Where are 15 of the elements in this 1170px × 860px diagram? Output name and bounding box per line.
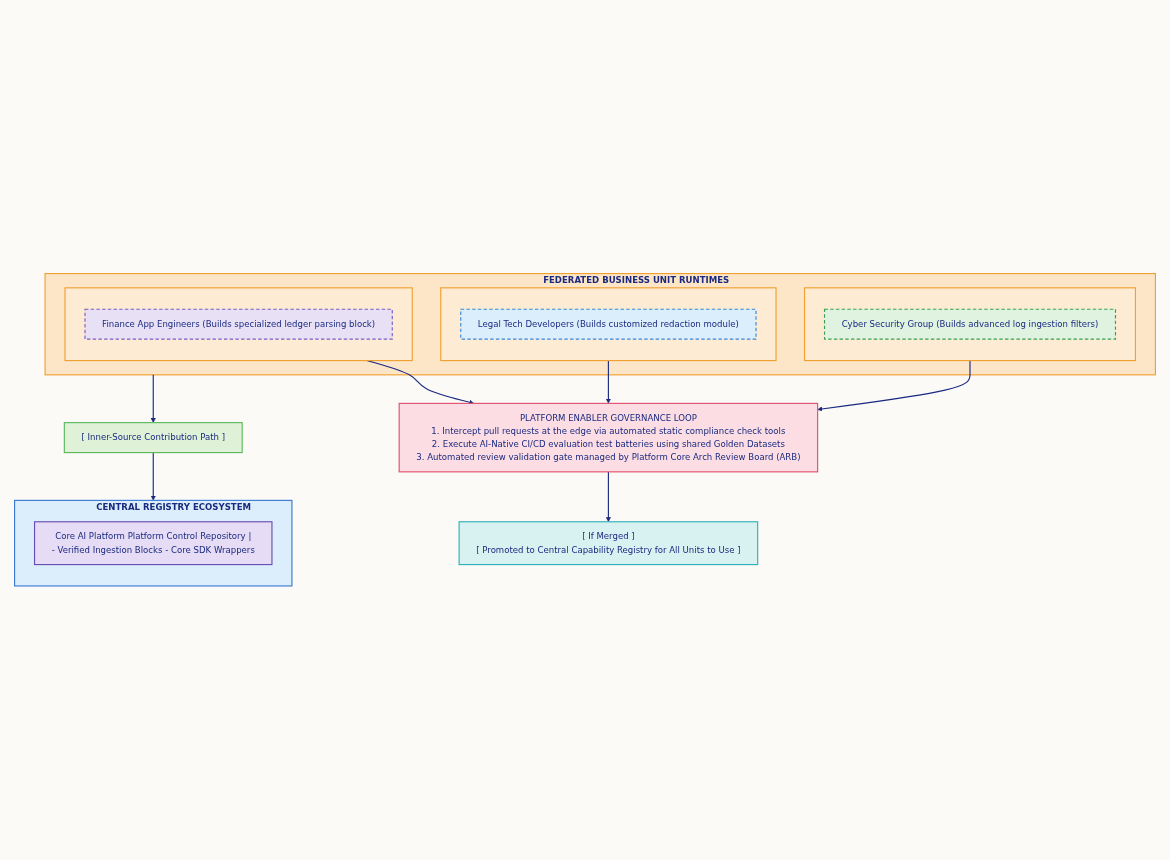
- arrow: [817, 360, 971, 412]
- cluster: [803, 287, 1136, 362]
- node-box: Legal Tech Developers (Builds customized redaction module): [460, 308, 757, 340]
- arrow: [605, 360, 611, 404]
- node-box: Core AI Platform Platform Control Repository | - Verified Ingestion Blocks - Core SDK Wrappers: [34, 521, 273, 566]
- arrow: [150, 452, 156, 501]
- cluster: [64, 287, 413, 362]
- arrow: [605, 471, 611, 523]
- arrow: [150, 374, 156, 424]
- node-box: Cyber Security Group (Builds advanced log ingestion filters): [823, 308, 1117, 340]
- node-box: [ If Merged ] [ Promoted to Central Capability Registry for All Units to Use ]: [458, 521, 759, 566]
- cluster: [440, 287, 777, 362]
- node-box: PLATFORM ENABLER GOVERNANCE LOOP 1. Intercept pull requests at the edge via automated static compliance check tools 2. Execute AI-Native CI/CD evaluation test batteries using shared Golden Datasets 3. Automated review validation gate managed by Platform Core Arch Review Board (ARB): [398, 403, 819, 473]
- node-box: [ Inner-Source Contribution Path ]: [63, 422, 243, 454]
- node-box: Finance App Engineers (Builds specialized ledger parsing block): [84, 308, 393, 340]
